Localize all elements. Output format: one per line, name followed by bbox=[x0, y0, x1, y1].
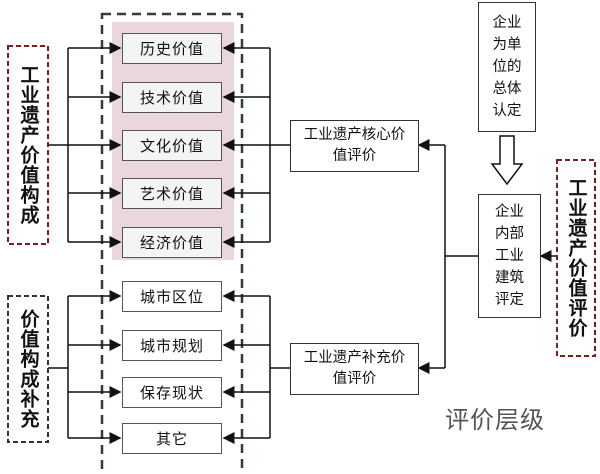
supplement-bracket bbox=[48, 290, 122, 444]
composition-title: 工业遗产价值构成 bbox=[17, 65, 40, 225]
value-item-condition: 保存现状 bbox=[122, 377, 222, 408]
composition-frame bbox=[7, 45, 49, 245]
value-item-technology: 技术价值 bbox=[122, 82, 222, 113]
value-item-other: 其它 bbox=[122, 423, 222, 454]
value-item-economy: 经济价值 bbox=[122, 227, 222, 258]
composition-bracket bbox=[48, 42, 122, 248]
unit-identified-box: 企业为单位的总体认定 bbox=[478, 2, 536, 132]
caption-evaluation-level: 评价层级 bbox=[445, 406, 545, 434]
evaluation-frame bbox=[556, 159, 596, 357]
value-item-art: 艺术价值 bbox=[122, 178, 222, 209]
supp-eval-box: 工业遗产补充价值评价 bbox=[290, 343, 419, 395]
value-column-frame bbox=[100, 12, 244, 474]
core-eval-box: 工业遗产核心价值评价 bbox=[290, 120, 419, 172]
value-item-culture: 文化价值 bbox=[122, 130, 222, 161]
hollow-down-arrow bbox=[490, 135, 524, 186]
evaluation-title: 工业遗产价值评价 bbox=[565, 178, 588, 338]
value-item-location: 城市区位 bbox=[122, 281, 222, 312]
internal-eval-bracket bbox=[417, 139, 556, 374]
supp-eval-bracket bbox=[222, 290, 290, 444]
core-eval-bracket bbox=[222, 42, 290, 248]
supplement-frame bbox=[7, 295, 49, 443]
value-item-planning: 城市规划 bbox=[122, 330, 222, 361]
internal-building-box: 企业内部工业建筑评定 bbox=[478, 194, 541, 318]
supplement-title: 价值构成补充 bbox=[17, 309, 40, 429]
value-item-history: 历史价值 bbox=[122, 33, 222, 64]
